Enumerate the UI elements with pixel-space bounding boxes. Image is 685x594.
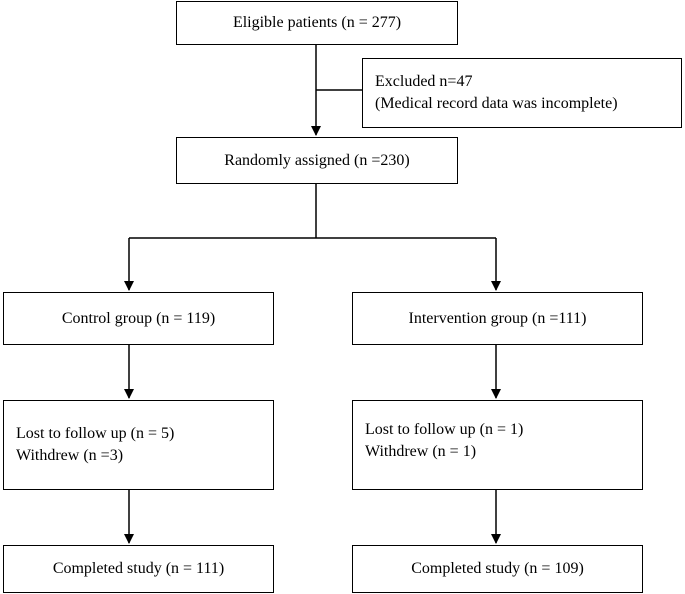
excluded-box: Excluded n=47 (Medical record data was i…	[362, 58, 682, 128]
intervention-group-box: Intervention group (n =111)	[352, 292, 643, 345]
eligible-label: Eligible patients (n = 277)	[232, 14, 402, 31]
intervention-completed-box: Completed study (n = 109)	[352, 545, 643, 593]
control-completed-box: Completed study (n = 111)	[3, 545, 274, 593]
excluded-reason: (Medical record data was incomplete)	[375, 95, 618, 112]
randomized-label: Randomly assigned (n =230)	[224, 151, 410, 169]
intervention-lost-box: Lost to follow up (n = 1) Withdrew (n = …	[352, 400, 643, 490]
intervention-withdrew: Withdrew (n = 1)	[365, 443, 477, 460]
eligible-box: Eligible patients (n = 277)	[176, 1, 458, 45]
control-completed-label: Completed study (n = 111)	[52, 560, 225, 577]
control-lost-box: Lost to follow up (n = 5) Withdrew (n =3…	[3, 400, 274, 490]
randomized-box: Randomly assigned (n =230)	[176, 137, 458, 184]
control-lost-followup: Lost to follow up (n = 5)	[16, 425, 175, 442]
intervention-lost-followup: Lost to follow up (n = 1)	[365, 421, 524, 438]
control-group-box: Control group (n = 119)	[3, 292, 274, 345]
intervention-group-label: Intervention group (n =111)	[408, 309, 587, 327]
excluded-count: Excluded n=47	[375, 73, 473, 90]
control-withdrew: Withdrew (n =3)	[16, 447, 124, 464]
control-group-label: Control group (n = 119)	[61, 309, 216, 327]
intervention-completed-label: Completed study (n = 109)	[411, 560, 584, 577]
